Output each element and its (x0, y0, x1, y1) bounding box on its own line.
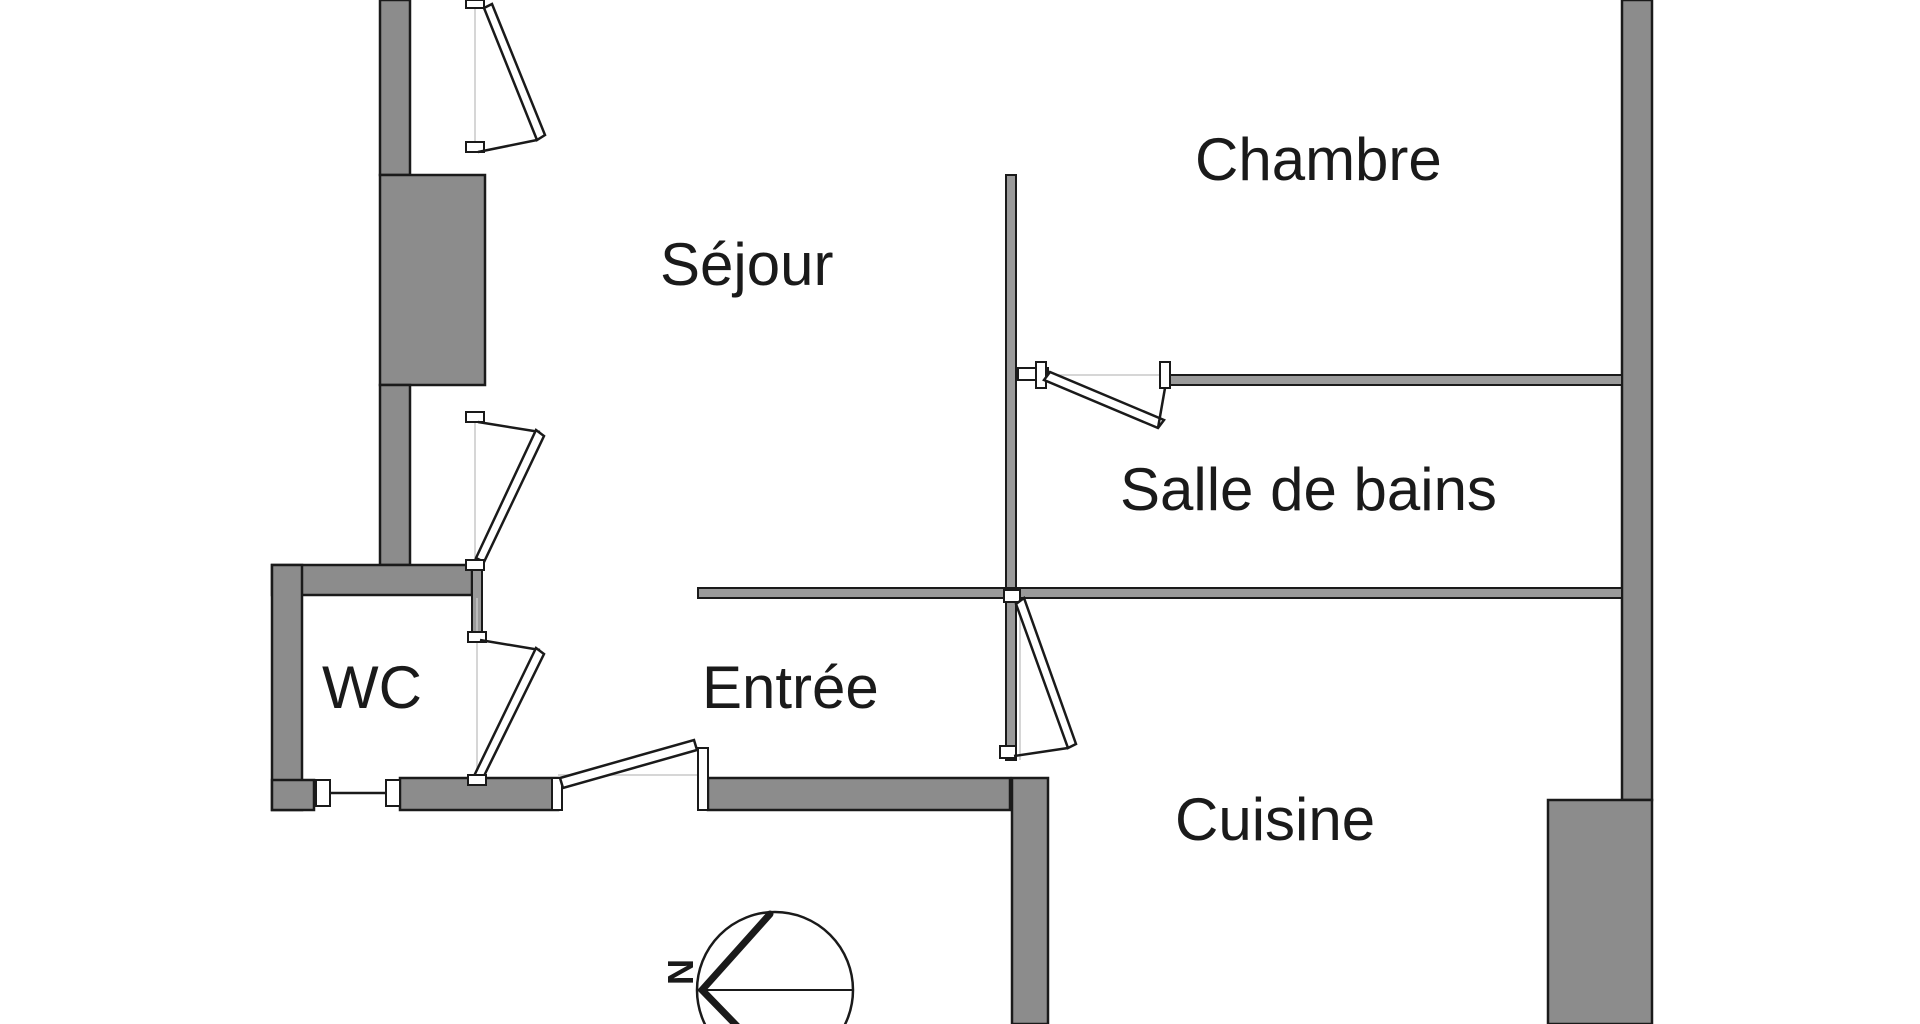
partition-horizontal (697, 587, 1623, 599)
exterior-walls (270, 0, 1654, 1024)
wall-cuisine-left (1010, 776, 1050, 1024)
room-label-wc: WC (322, 654, 422, 721)
room-label-entree: Entrée (702, 654, 879, 721)
door-wc (467, 598, 546, 786)
window-wc (315, 779, 401, 807)
wall-sejour-pillar (378, 173, 487, 387)
room-labels: Chambre Séjour Salle de bains WC Entrée … (322, 126, 1497, 853)
wall-entree-bottom-2 (706, 776, 1012, 812)
room-label-sejour: Séjour (660, 231, 833, 298)
window-upper (465, 0, 547, 154)
room-label-salle-de-bains: Salle de bains (1120, 456, 1497, 523)
wall-wc-bottom-left (270, 778, 316, 812)
partition-chambre-sdb (1167, 374, 1623, 386)
room-label-cuisine: Cuisine (1175, 786, 1375, 853)
window-lower (465, 411, 546, 571)
wall-sejour-left-lower (378, 383, 412, 567)
wall-wc-left (270, 563, 304, 812)
door-cuisine (999, 589, 1078, 760)
compass-needle-icon (697, 910, 774, 1024)
compass-north-letter: N (660, 959, 701, 985)
wall-sejour-left-upper (378, 0, 412, 177)
wall-right-exterior (1620, 0, 1654, 802)
compass: N (660, 910, 855, 1024)
door-entree (551, 738, 709, 811)
partition-vertical (1005, 174, 1017, 761)
door-salle-de-bains (1017, 361, 1171, 430)
wall-wc-top (270, 563, 474, 597)
wall-cuisine-block (1546, 798, 1654, 1024)
room-label-chambre: Chambre (1195, 126, 1442, 193)
